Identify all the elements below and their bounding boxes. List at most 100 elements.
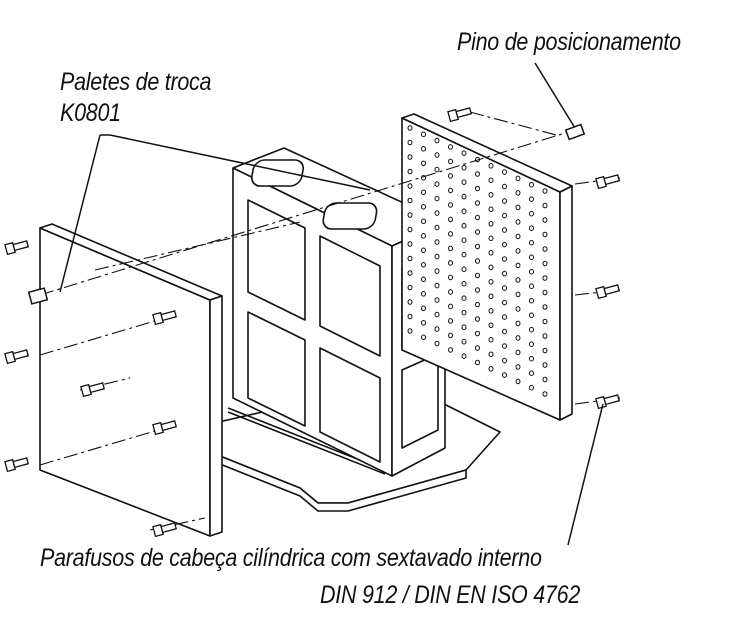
pallet-hole xyxy=(461,295,467,302)
screw xyxy=(152,522,178,538)
pallet-hole xyxy=(502,285,507,291)
pallet-hole xyxy=(475,200,480,206)
pallet-hole xyxy=(502,270,507,277)
pallet-hole xyxy=(421,131,426,138)
pallet-hole xyxy=(448,260,453,266)
pallet-hole xyxy=(542,231,548,238)
pallet-hole xyxy=(529,355,534,362)
pallet-hole xyxy=(475,359,480,366)
pallet-hole xyxy=(421,334,426,341)
pallet-hole xyxy=(434,152,440,158)
pallet-hole xyxy=(488,177,494,184)
pallet-hole xyxy=(461,309,467,316)
pallet-hole xyxy=(448,289,453,295)
pallet-hole xyxy=(542,275,548,281)
pallet-hole xyxy=(529,239,534,246)
pallet-hole xyxy=(407,154,413,160)
screw xyxy=(152,310,178,326)
pallet-hole xyxy=(515,378,521,385)
pallet-hole xyxy=(448,202,453,208)
pallet-hole xyxy=(448,144,453,150)
pallet-hole xyxy=(502,372,507,378)
pallet-hole xyxy=(421,305,426,312)
pallet-hole xyxy=(407,284,413,291)
positioning-pin-label: Pino de posicionamento xyxy=(457,28,681,56)
pallet-hole xyxy=(407,313,413,320)
pallet-hole xyxy=(448,173,453,179)
pallet-hole xyxy=(488,206,494,213)
pallet-hole xyxy=(542,347,548,354)
pallet-hole xyxy=(515,306,521,312)
pallet-hole xyxy=(475,287,480,293)
pallet-hole xyxy=(488,250,494,256)
pallet-hole xyxy=(434,311,440,318)
screw xyxy=(4,240,30,256)
pallet-hole xyxy=(407,270,413,276)
pallet-hole xyxy=(421,204,426,210)
pallet-hole xyxy=(515,262,521,269)
pallet-hole xyxy=(529,225,534,231)
pallet-hole xyxy=(461,266,467,273)
pallet-hole xyxy=(515,277,521,283)
pallet-hole xyxy=(488,337,494,343)
pallet-hole xyxy=(529,210,534,217)
pallet-hole xyxy=(529,196,534,202)
pallet-hole xyxy=(475,330,480,337)
pallet-hole xyxy=(461,179,467,185)
pallet-hole xyxy=(448,347,453,353)
pallet-hole xyxy=(502,343,507,349)
pallet-hole xyxy=(461,222,467,229)
pallet-hole xyxy=(461,338,467,345)
pallet-hole xyxy=(421,291,426,297)
pallet-hole xyxy=(529,283,534,290)
pallet-hole xyxy=(475,272,480,279)
pallet-hole xyxy=(407,212,413,218)
pallet-hole xyxy=(421,160,426,167)
pallet-hole xyxy=(407,125,413,131)
pallet-hole xyxy=(488,163,494,169)
pallet-hole xyxy=(502,328,507,335)
screw xyxy=(4,349,30,365)
pallet-hole xyxy=(475,171,480,177)
pallet-hole xyxy=(407,183,413,189)
pallet-hole xyxy=(434,326,440,332)
pallet-hole xyxy=(529,341,534,348)
pallet-hole xyxy=(434,137,440,144)
pallet-hole xyxy=(488,308,494,314)
pallet-hole-grid xyxy=(407,125,548,397)
pallet-hole xyxy=(461,237,467,243)
pallet-hole xyxy=(461,193,467,200)
pallet-hole xyxy=(488,264,494,271)
pallet-hole xyxy=(475,185,480,192)
screw xyxy=(447,107,473,123)
pallet-hole xyxy=(407,226,413,233)
pallet-hole xyxy=(461,353,467,360)
pallet-hole xyxy=(475,243,480,250)
pallet-hole xyxy=(434,340,440,347)
pallet-hole xyxy=(407,197,413,204)
pallet-hole xyxy=(515,364,521,370)
pallet-hole xyxy=(475,301,480,308)
pallet-hole xyxy=(461,251,467,258)
pallet-hole xyxy=(502,256,507,262)
pallet-hole xyxy=(488,293,494,300)
pallet-hole xyxy=(475,214,480,221)
pallet-hole xyxy=(529,297,534,304)
pallet-hole xyxy=(448,274,453,281)
socket-head-screws xyxy=(4,107,621,538)
pallet-hole xyxy=(475,258,480,264)
pallet-hole xyxy=(515,204,521,211)
pallet-hole xyxy=(488,351,494,358)
pallet-hole xyxy=(448,318,453,324)
pallet-hole xyxy=(515,190,521,196)
pallet-hole xyxy=(502,169,507,175)
pallet-hole xyxy=(502,183,507,190)
pallet-hole xyxy=(515,219,521,225)
pallet-hole xyxy=(421,233,426,239)
leader-lines xyxy=(59,62,604,546)
pallet-hole xyxy=(448,231,453,237)
pallet-hole xyxy=(448,158,453,165)
pallet-hole xyxy=(434,282,440,289)
pallet-hole xyxy=(542,304,548,310)
